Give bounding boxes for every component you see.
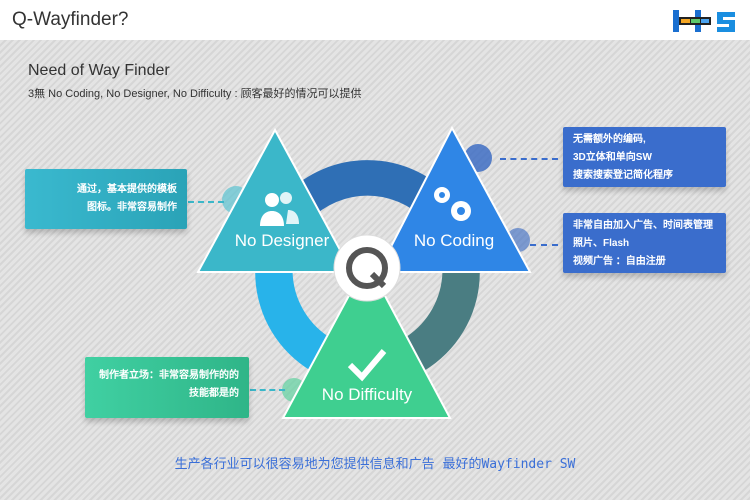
no-difficulty-label: No Difficulty	[321, 385, 413, 404]
connector-line	[530, 244, 558, 246]
description-line: 搜索搜索登记简化程序	[573, 170, 673, 181]
section-heading: Need of Way Finder	[28, 62, 170, 79]
nds-logo	[673, 10, 735, 32]
gears-icon	[434, 187, 471, 221]
connector-line	[500, 158, 558, 160]
description-line: 技能都是的	[189, 388, 239, 399]
header: Q-Wayfinder?	[0, 0, 750, 40]
triangle-no-coding	[376, 125, 532, 273]
description-line: 图标。非常容易制作	[87, 202, 177, 213]
no-difficulty-description: 制作者立场：非常容易制作的的技能都是的	[85, 357, 249, 418]
description-line: 通过，基本提供的模板	[77, 184, 177, 195]
check-icon	[347, 349, 387, 382]
user-icon	[260, 192, 299, 226]
no-designer-label: No Designer	[234, 231, 330, 250]
section-subheading: 3無 No Coding, No Designer, No Difficulty…	[28, 88, 362, 100]
connector-line	[188, 201, 224, 203]
triangle-no-difficulty	[281, 259, 452, 419]
page-title: Q-Wayfinder?	[12, 9, 129, 30]
q-logo-icon	[333, 234, 401, 302]
no-coding-description-1: 无需额外的编码, 3D立体和单向SW 搜索搜索登记简化程序	[563, 127, 726, 187]
description-line: 3D立体和单向SW	[573, 152, 652, 163]
description-line: 无需额外的编码,	[573, 134, 646, 145]
no-designer-description: 通过，基本提供的模板图标。非常容易制作	[25, 169, 187, 229]
no-coding-description-2: 非常自由加入广告、时间表管理照片、Flash 视频广告 ：自由注册	[563, 213, 726, 273]
footer-tagline: 生产各行业可以很容易地为您提供信息和广告 最好的Wayfinder SW	[174, 457, 576, 472]
connector-line	[250, 389, 285, 391]
description-line: 视频广告 ：自由注册	[573, 256, 666, 267]
description-line: 照片、Flash	[573, 238, 630, 249]
no-coding-label: No Coding	[413, 231, 495, 250]
description-line: 非常自由加入广告、时间表管理	[573, 220, 713, 231]
description-line: 制作者立场：非常容易制作的的	[99, 370, 239, 381]
